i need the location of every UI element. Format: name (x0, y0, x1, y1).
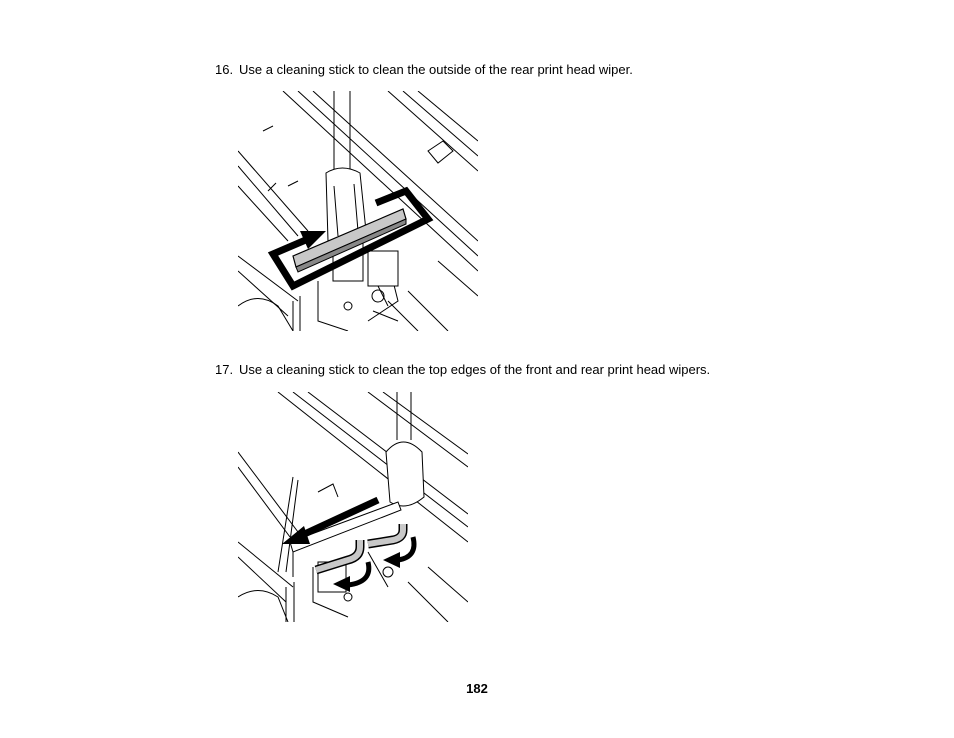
illustration-clean-wiper-top-edges (238, 392, 468, 622)
step-16: 16. Use a cleaning stick to clean the out… (215, 62, 633, 78)
printer-rails (238, 91, 478, 331)
curved-arrows (333, 536, 417, 592)
step-text: Use a cleaning stick to clean the outsid… (239, 62, 633, 77)
step-17: 17. Use a cleaning stick to clean the top… (215, 362, 710, 378)
illustration-clean-rear-wiper-outside (238, 91, 478, 331)
step-number: 16. (215, 62, 234, 77)
printer-rails (238, 392, 468, 622)
motion-arrow (267, 186, 434, 291)
page-number: 182 (466, 681, 488, 696)
step-number: 17. (215, 362, 234, 377)
wipe-direction-arrow (282, 496, 380, 544)
cleaning-stick (385, 392, 425, 507)
step-text: Use a cleaning stick to clean the top ed… (239, 362, 711, 377)
cleaning-stick (325, 91, 367, 242)
